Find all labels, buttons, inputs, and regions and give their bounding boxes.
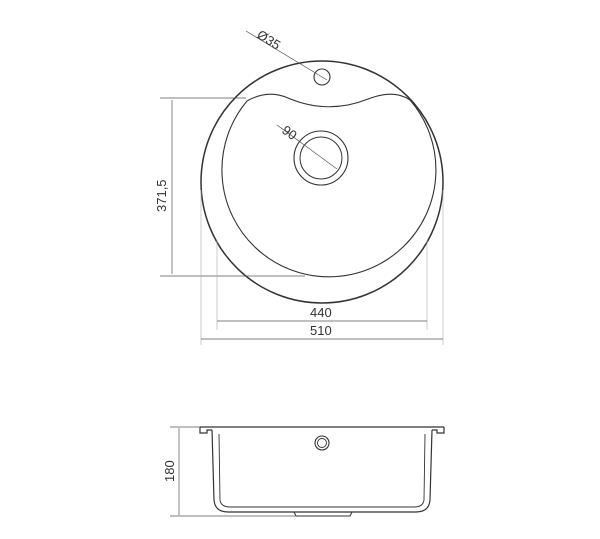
outer-rim-circle	[200, 60, 444, 304]
tap-hole-circle	[313, 68, 331, 86]
overall-diameter-dimension: 510	[310, 323, 332, 338]
drain-outer-circle	[293, 130, 349, 186]
bowl-width-dimension: 440	[310, 305, 332, 320]
bowl-body-outer	[211, 429, 433, 513]
drain-bottom-stub	[293, 511, 353, 517]
top-view: Ø35 90 371,5 440 510	[154, 27, 444, 345]
sink-height-dimension: 180	[162, 460, 177, 482]
right-rim-lip	[432, 427, 445, 434]
overflow-hole-outer	[314, 435, 330, 451]
overflow-hole-inner	[317, 438, 327, 448]
depth-dimension: 371,5	[154, 179, 169, 212]
bowl-body-inner	[218, 433, 426, 508]
tap-hole-leader-line	[245, 30, 328, 81]
left-rim-lip	[199, 427, 212, 434]
bowl-outline	[221, 93, 437, 278]
drain-dimension: 90	[279, 122, 300, 143]
tap-hole-dimension: Ø35	[254, 27, 283, 53]
drain-leader-line	[276, 124, 338, 170]
drain-inner-circle	[299, 136, 343, 180]
side-view: 180	[162, 426, 445, 517]
